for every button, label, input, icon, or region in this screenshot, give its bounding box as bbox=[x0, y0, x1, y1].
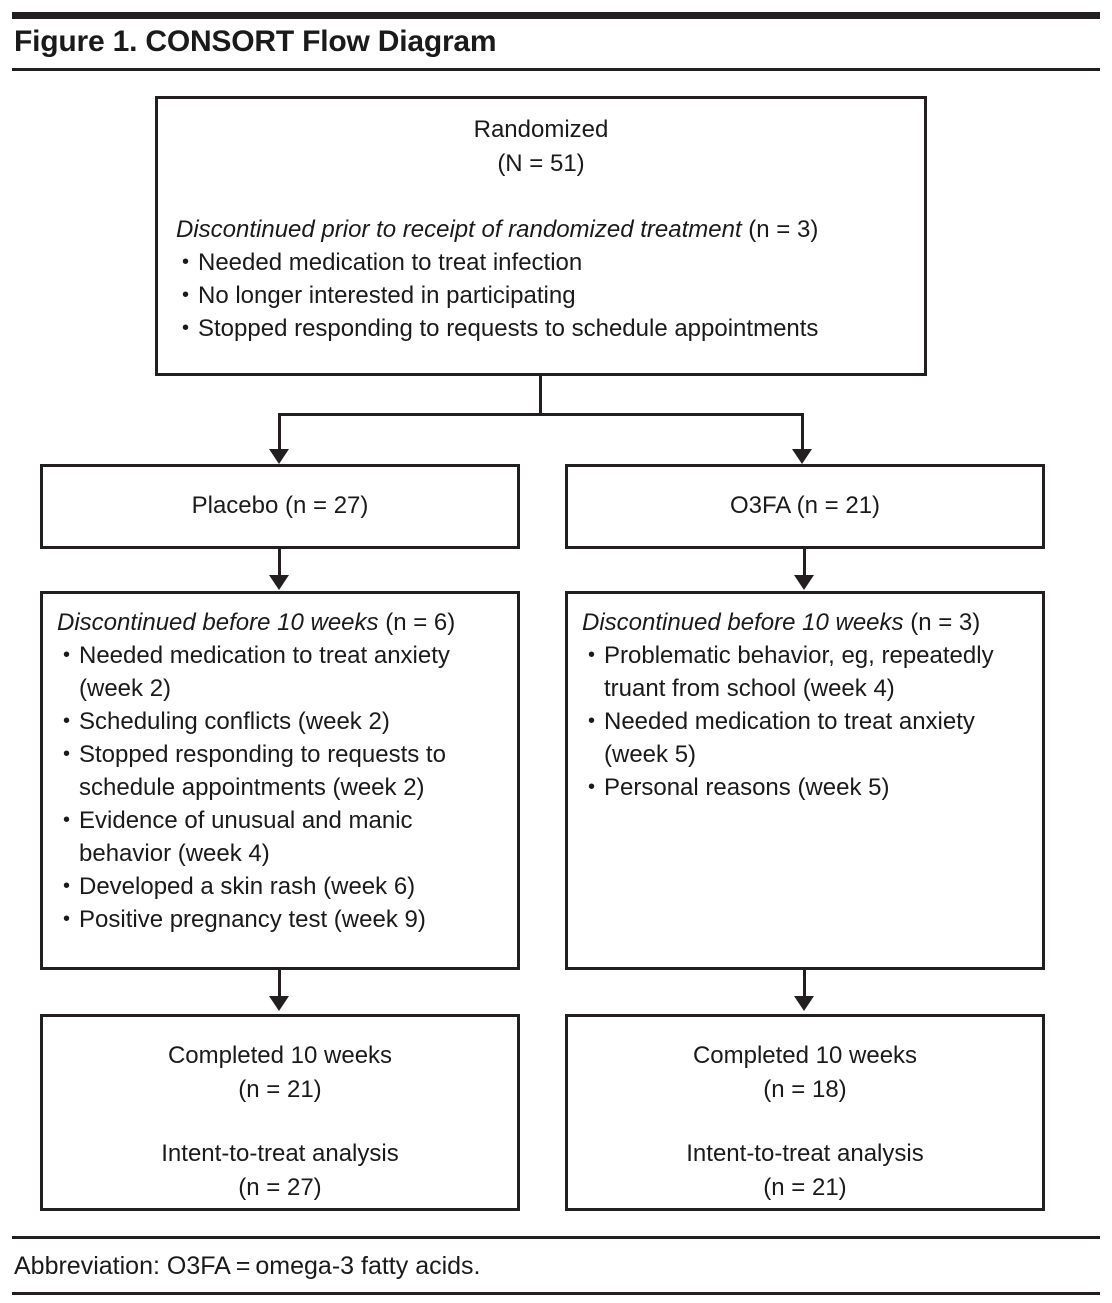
list-item: Evidence of unusual and manic behavior (… bbox=[57, 804, 503, 870]
node-o3fa-discontinued: Discontinued before 10 weeks (n = 3) Pro… bbox=[565, 591, 1045, 970]
node-o3fa-completed: Completed 10 weeks (n = 18) Intent-to-tr… bbox=[565, 1014, 1045, 1211]
node-arm-o3fa: O3FA (n = 21) bbox=[565, 464, 1045, 549]
o3fa-itt-line: Intent-to-treat analysis bbox=[686, 1140, 924, 1167]
list-item: Problematic behavior, eg, repeatedly tru… bbox=[582, 639, 1028, 705]
list-item: Stopped responding to requests to schedu… bbox=[57, 738, 503, 804]
page-title: Figure 1. CONSORT Flow Diagram bbox=[14, 25, 497, 58]
list-item: Scheduling conflicts (week 2) bbox=[57, 705, 503, 738]
list-item: Personal reasons (week 5) bbox=[582, 771, 1028, 804]
arrowhead-o3fa-completed bbox=[794, 996, 814, 1011]
o3fa-reason-list: Problematic behavior, eg, repeatedly tru… bbox=[582, 639, 1028, 804]
o3fa-completed-line2: (n = 18) bbox=[763, 1076, 847, 1103]
node-placebo-discontinued: Discontinued before 10 weeks (n = 6) Nee… bbox=[40, 591, 520, 970]
placebo-completed-line2: (n = 21) bbox=[238, 1076, 322, 1103]
header-top-rule bbox=[12, 12, 1100, 19]
placebo-itt-count: (n = 27) bbox=[238, 1174, 322, 1201]
arm-placebo-label: Placebo (n = 27) bbox=[191, 492, 369, 519]
connector-placebo-to-discontinued bbox=[278, 549, 281, 577]
list-item: Positive pregnancy test (week 9) bbox=[57, 903, 503, 936]
o3fa-itt-count: (n = 21) bbox=[763, 1174, 847, 1201]
list-item: Needed medication to treat infection bbox=[176, 246, 906, 279]
randomized-discontinued-lead: Discontinued prior to receipt of randomi… bbox=[176, 213, 906, 246]
arm-o3fa-label: O3FA (n = 21) bbox=[729, 492, 881, 519]
randomized-discontinued-lead-count: (n = 3) bbox=[741, 216, 819, 243]
arrowhead-to-placebo bbox=[269, 449, 289, 464]
o3fa-completed-line1: Completed 10 weeks bbox=[692, 1042, 918, 1069]
list-item: Developed a skin rash (week 6) bbox=[57, 870, 503, 903]
o3fa-discontinued-lead-count: (n = 3) bbox=[903, 609, 981, 636]
node-arm-placebo: Placebo (n = 27) bbox=[40, 464, 520, 549]
node-randomized: Randomized (N = 51) Discontinued prior t… bbox=[155, 96, 927, 376]
connector-placebo-to-completed bbox=[278, 970, 281, 998]
header-bottom-rule bbox=[12, 68, 1100, 71]
randomized-title: Randomized bbox=[473, 116, 609, 143]
connector-o3fa-to-completed bbox=[803, 970, 806, 998]
node-placebo-completed: Completed 10 weeks (n = 21) Intent-to-tr… bbox=[40, 1014, 520, 1211]
o3fa-discontinued-lead-text: Discontinued before 10 weeks bbox=[582, 609, 904, 636]
randomized-discontinued-lead-text: Discontinued prior to receipt of randomi… bbox=[176, 216, 742, 243]
list-item: Needed medication to treat anxiety (week… bbox=[57, 639, 503, 705]
list-item: Stopped responding to requests to schedu… bbox=[176, 312, 906, 345]
connector-drop-placebo bbox=[278, 413, 281, 451]
placebo-discontinued-lead-count: (n = 6) bbox=[378, 609, 456, 636]
list-item: No longer interested in participating bbox=[176, 279, 906, 312]
arrowhead-placebo-completed bbox=[269, 996, 289, 1011]
abbreviation-note: Abbreviation: O3FA = omega-3 fatty acids… bbox=[14, 1252, 481, 1280]
list-item: Needed medication to treat anxiety (week… bbox=[582, 705, 1028, 771]
footer-bottom-rule bbox=[12, 1292, 1100, 1295]
connector-randomized-stem bbox=[539, 376, 542, 416]
connector-drop-o3fa bbox=[801, 413, 804, 451]
randomized-reason-list: Needed medication to treat infection No … bbox=[176, 246, 906, 345]
arrowhead-placebo-discontinued bbox=[269, 575, 289, 590]
arrowhead-to-o3fa bbox=[792, 449, 812, 464]
placebo-itt-line: Intent-to-treat analysis bbox=[161, 1140, 399, 1167]
randomized-count: (N = 51) bbox=[497, 150, 585, 177]
placebo-discontinued-lead: Discontinued before 10 weeks (n = 6) bbox=[57, 606, 503, 639]
placebo-reason-list: Needed medication to treat anxiety (week… bbox=[57, 639, 503, 936]
connector-o3fa-to-discontinued bbox=[803, 549, 806, 577]
footer-top-rule bbox=[12, 1236, 1100, 1239]
arrowhead-o3fa-discontinued bbox=[794, 575, 814, 590]
placebo-completed-line1: Completed 10 weeks bbox=[167, 1042, 393, 1069]
placebo-discontinued-lead-text: Discontinued before 10 weeks bbox=[57, 609, 379, 636]
connector-split-bar bbox=[278, 413, 804, 416]
o3fa-discontinued-lead: Discontinued before 10 weeks (n = 3) bbox=[582, 606, 1028, 639]
